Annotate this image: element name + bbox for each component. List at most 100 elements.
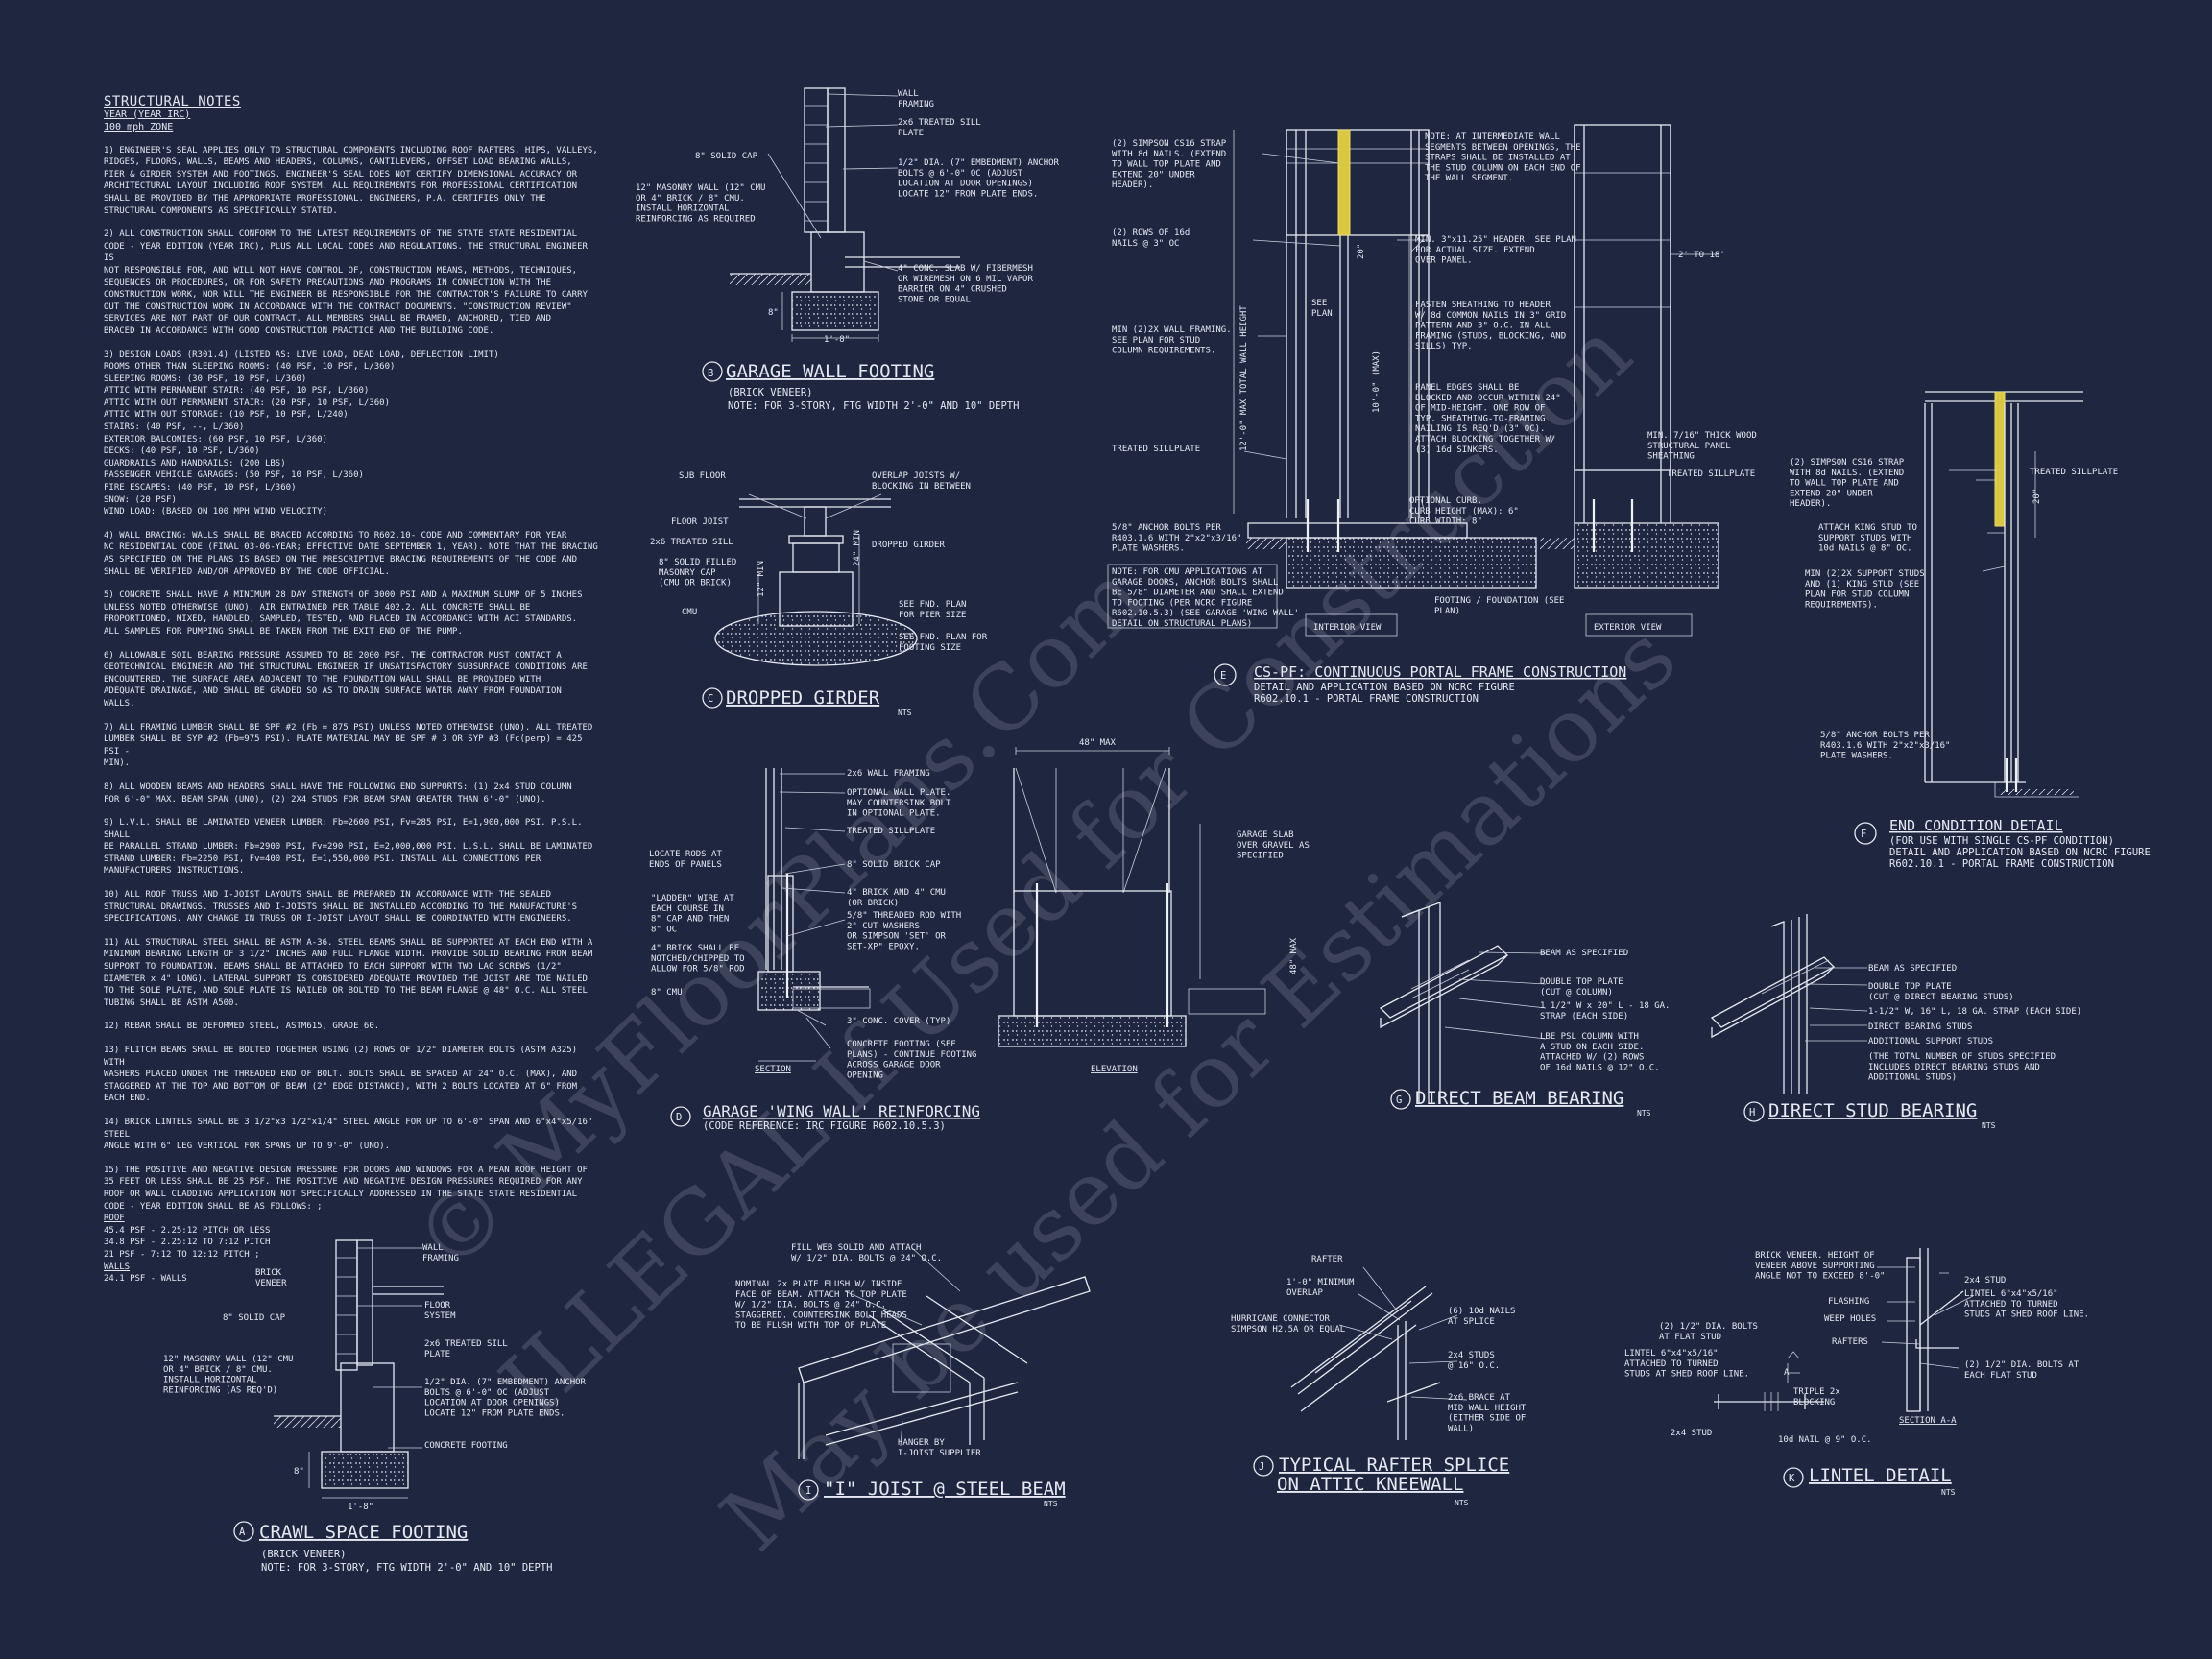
b-dim-height: 8"	[768, 308, 779, 318]
f-title: END CONDITION DETAIL	[1889, 817, 2063, 834]
note-paragraph: 7) ALL FRAMING LUMBER SHALL BE SPF #2 (F…	[104, 722, 593, 769]
e-dim-total-height: 12'-0" MAX TOTAL WALL HEIGHT	[1239, 305, 1249, 451]
notes-roof-values: 45.4 PSF - 2.25:12 PITCH OR LESS 34.8 PS…	[104, 1225, 271, 1260]
g-label-beam: BEAM AS SPECIFIED	[1540, 949, 1628, 958]
k-section-marker: A	[1784, 1368, 1790, 1378]
a-letter: A	[239, 1527, 246, 1538]
d-elevation-label: ELEVATION	[1091, 1065, 1138, 1074]
c-letter: C	[708, 693, 713, 705]
detail-g-direct-beam-bearing: BEAM AS SPECIFIED DOUBLE TOP PLATE(CUT @…	[1379, 902, 1670, 1118]
d-dim-48-side: 48" MAX	[1289, 937, 1299, 974]
note-paragraph: 13) FLITCH BEAMS SHALL BE BOLTED TOGETHE…	[104, 1046, 578, 1104]
a-dim-height: 8"	[294, 1467, 304, 1477]
a-dim-width: 1'-8"	[348, 1503, 373, 1512]
d-label-conc-cover: 3" CONC. COVER (TYP)	[847, 1017, 950, 1026]
a-label-solid-cap: 8" SOLID CAP	[223, 1313, 286, 1323]
c-dim-12: 12" MIN	[757, 561, 766, 597]
a-title: CRAWL SPACE FOOTING	[259, 1522, 468, 1543]
note-paragraph: 14) BRICK LINTELS SHALL BE 3 1/2"x3 1/2"…	[104, 1117, 593, 1152]
k-label-stud: 2x4 STUD	[1671, 1429, 1712, 1438]
notes-roof-heading: ROOF	[104, 1214, 125, 1224]
note-paragraph: 10) ALL ROOF TRUSS AND I-JOIST LAYOUTS S…	[104, 890, 578, 925]
h-title: DIRECT STUD BEARING	[1768, 1100, 1977, 1121]
c-label-girder: DROPPED GIRDER	[872, 541, 945, 550]
g-label-double-plate: DOUBLE TOP PLATE(CUT @ COLUMN)	[1540, 977, 1623, 998]
note-paragraph: 11) ALL STRUCTURAL STEEL SHALL BE ASTM A…	[104, 937, 593, 1008]
d-label-optional-plate: OPTIONAL WALL PLATE.MAY COUNTERSINK BOLT…	[847, 788, 951, 819]
d-subtitle: (CODE REFERENCE: IRC FIGURE R602.10.5.3)	[703, 1120, 946, 1132]
h-nts: NTS	[1982, 1121, 1996, 1130]
note-paragraph: 15) THE POSITIVE AND NEGATIVE DESIGN PRE…	[104, 1165, 588, 1212]
notes-code-year: YEAR (YEAR IRC)	[104, 108, 191, 120]
g-letter: G	[1396, 1094, 1402, 1106]
c-dim-24: 24" MIN	[853, 530, 862, 566]
e-label-curb: OPTIONAL CURB.CURB HEIGHT (MAX): 6"CURB …	[1409, 496, 1519, 527]
f-subtitle-2: DETAIL AND APPLICATION BASED ON NCRC FIG…	[1889, 847, 2151, 858]
c-label-cmu: CMU	[682, 608, 697, 617]
g-label-strap: 1 1/2" W x 20" L - 18 GA.STRAP (EACH SID…	[1540, 1001, 1670, 1022]
d-label-cmu: 8" CMU	[651, 988, 683, 998]
j-label-rafter: RAFTER	[1311, 1255, 1343, 1264]
k-label-stud-2: 2x4 STUD	[1964, 1276, 2006, 1286]
e-letter: E	[1220, 670, 1226, 682]
notes-walls-values: 24.1 PSF - WALLS	[104, 1274, 187, 1285]
e-label-sillplate-2: TREATED SILLPLATE	[1667, 469, 1755, 479]
b-letter: B	[708, 368, 713, 379]
note-paragraph: 3) DESIGN LOADS (R301.4) (LISTED AS: LIV…	[104, 349, 499, 517]
f-letter: F	[1861, 829, 1866, 840]
note-paragraph: 1) ENGINEER'S SEAL APPLIES ONLY TO STRUC…	[104, 145, 598, 216]
note-paragraph: 12) REBAR SHALL BE DEFORMED STEEL, ASTM6…	[104, 1022, 380, 1032]
b-title: GARAGE WALL FOOTING	[726, 361, 934, 382]
c-title: DROPPED GIRDER	[726, 687, 880, 709]
f-subtitle-3: R602.10.1 - PORTAL FRAME CONSTRUCTION	[1889, 858, 2114, 870]
h-label-direct-studs: DIRECT BEARING STUDS	[1868, 1022, 1972, 1032]
e-label-min-framing: MIN (2)2X WALL FRAMING.SEE PLAN FOR STUD…	[1112, 325, 1232, 356]
c-label-sub-floor: SUB FLOOR	[679, 471, 726, 481]
watermark: © MyFloorPlans.Com ILLEGAL If Used for C…	[395, 301, 1695, 1571]
e-subtitle-2: R602.10.1 - PORTAL FRAME CONSTRUCTION	[1254, 693, 1479, 705]
detail-c-dropped-girder: SUB FLOOR FLOOR JOIST 2x6 TREATED SILL 8…	[650, 471, 988, 717]
e-dim-20: 20"	[1357, 244, 1366, 259]
a-note: NOTE: FOR 3-STORY, FTG WIDTH 2'-0" AND 1…	[261, 1562, 552, 1574]
e-title: CS-PF: CONTINUOUS PORTAL FRAME CONSTRUCT…	[1254, 663, 1626, 681]
d-dim-48-top: 48" MAX	[1079, 738, 1117, 748]
k-label-weep-holes: WEEP HOLES	[1824, 1314, 1876, 1324]
notes-title: STRUCTURAL NOTES	[104, 94, 241, 109]
k-section-label: SECTION A-A	[1899, 1416, 1957, 1426]
e-exterior-view: EXTERIOR VIEW	[1594, 623, 1662, 633]
h-label-additional-studs: ADDITIONAL SUPPORT STUDS	[1868, 1037, 1993, 1046]
j-title-2: ON ATTIC KNEEWALL	[1277, 1474, 1463, 1495]
f-subtitle-1: (FOR USE WITH SINGLE CS-PF CONDITION)	[1889, 835, 2114, 847]
detail-h-direct-stud-bearing: BEAM AS SPECIFIED DOUBLE TOP PLATE(CUT @…	[1710, 914, 2081, 1130]
g-nts: NTS	[1637, 1109, 1651, 1118]
h-letter: H	[1749, 1107, 1755, 1118]
